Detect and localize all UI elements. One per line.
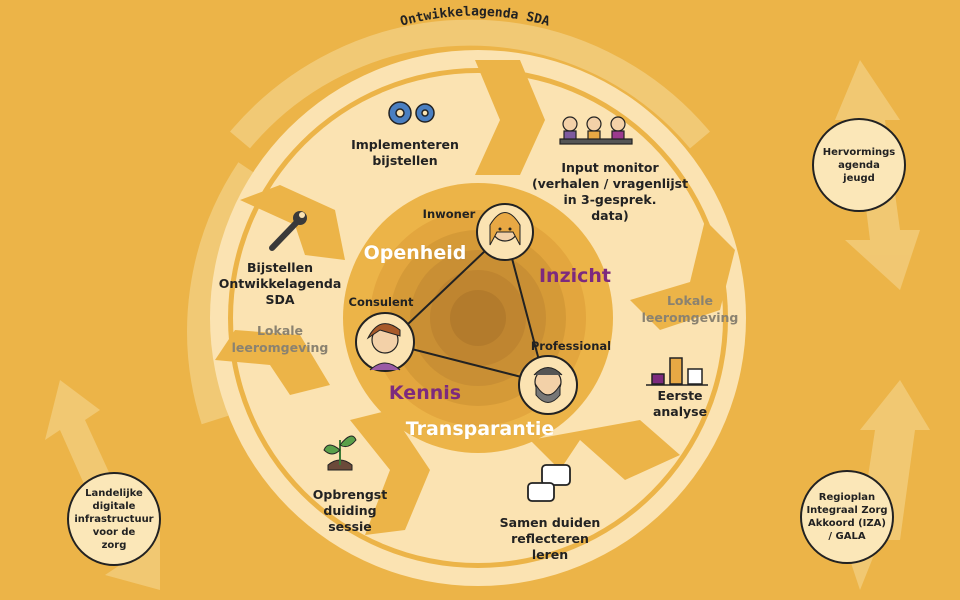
- value-inzicht: Inzicht: [538, 265, 612, 287]
- segment-input: Input monitor (verhalen / vragenlijst in…: [530, 160, 690, 224]
- learning-env-right: Lokale leeromgeving: [625, 292, 755, 326]
- bar-chart-icon: [646, 357, 708, 386]
- role-professional: Professional: [530, 339, 612, 353]
- sprout-icon: [323, 435, 357, 471]
- segment-bijstellen-text: Bijstellen Ontwikkelagenda SDA: [218, 260, 342, 307]
- wrench-icon: [269, 211, 307, 251]
- avatar-consulent: [355, 312, 415, 372]
- badge-landelijke-text: Landelijke digitale infrastructuur voor …: [74, 487, 154, 551]
- segment-separators: [215, 60, 735, 535]
- segment-samen-text: Samen duiden reflecteren leren: [499, 515, 601, 562]
- segment-input-text: Input monitor (verhalen / vragenlijst in…: [531, 160, 689, 223]
- outer-arc-top: [230, 19, 710, 149]
- value-openheid: Openheid: [363, 242, 467, 264]
- segment-implementeren: Implementeren bijstellen: [340, 137, 470, 169]
- learning-env-right-text: Lokale leeromgeving: [641, 293, 739, 325]
- segment-implementeren-text: Implementeren bijstellen: [351, 137, 459, 168]
- avatar-professional: [518, 355, 578, 415]
- badge-regioplan: Regioplan Integraal Zorg Akkoord (IZA) /…: [800, 470, 894, 564]
- people-icon: [559, 116, 633, 145]
- outer-arc-left: [187, 162, 262, 425]
- value-transparantie: Transparantie: [405, 418, 555, 440]
- badge-hervormings-text: Hervormings agenda jeugd: [822, 146, 896, 184]
- role-inwoner: Inwoner: [422, 207, 476, 221]
- triangle: [385, 230, 547, 385]
- badge-regioplan-text: Regioplan Integraal Zorg Akkoord (IZA) /…: [806, 492, 888, 542]
- segment-analyse: Eerste analyse: [640, 388, 720, 420]
- learning-env-left-text: Lokale leeromgeving: [231, 323, 329, 355]
- value-kennis: Kennis: [388, 382, 462, 404]
- badge-hervormings: Hervormings agenda jeugd: [812, 118, 906, 212]
- avatar-inwoner: [476, 203, 534, 261]
- segment-opbrengst: Opbrengst duiding sessie: [305, 487, 395, 535]
- badge-landelijke: Landelijke digitale infrastructuur voor …: [67, 472, 161, 566]
- speech-bubbles-icon: [527, 464, 571, 502]
- segment-bijstellen: Bijstellen Ontwikkelagenda SDA: [215, 260, 345, 308]
- role-consulent: Consulent: [348, 295, 414, 309]
- learning-env-left: Lokale leeromgeving: [215, 322, 345, 356]
- gears-icon: [388, 101, 435, 125]
- segment-analyse-text: Eerste analyse: [652, 388, 708, 419]
- segment-samen: Samen duiden reflecteren leren: [490, 515, 610, 563]
- segment-opbrengst-text: Opbrengst duiding sessie: [312, 487, 388, 534]
